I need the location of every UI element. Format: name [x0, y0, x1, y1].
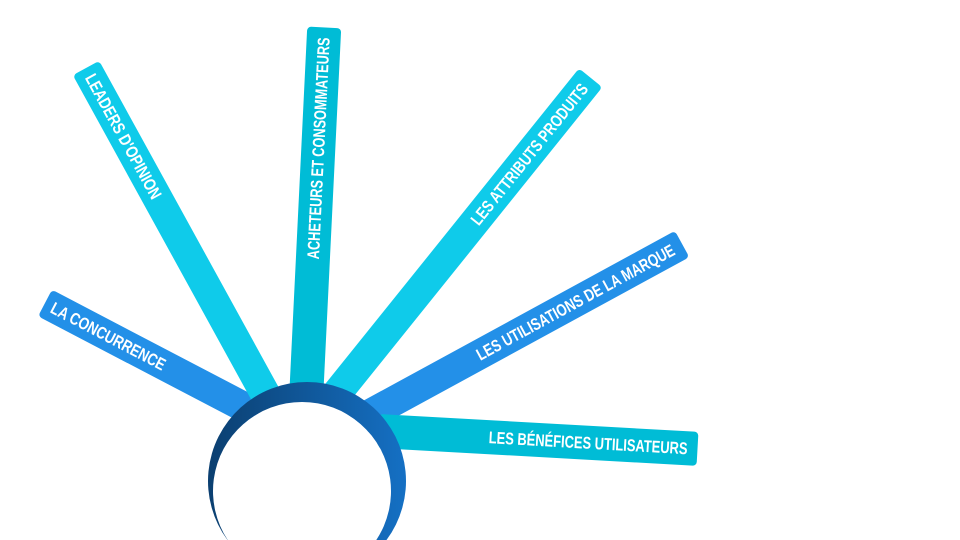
branch-bar: [39, 291, 264, 427]
branch-bar: [74, 62, 281, 407]
branch-bar: [319, 70, 601, 410]
branch-label: LA CONCURRENCE: [47, 299, 168, 375]
branch-bar: [377, 414, 699, 466]
branch-acheteurs-consommateurs: ACHETEURS ET CONSOMMATEURS: [289, 26, 342, 401]
branch-label: LES ATTRIBUTS PRODUITS: [467, 80, 592, 229]
branch-bar: [289, 26, 342, 401]
branch-benefices-utilisateurs: LES BÉNÉFICES UTILISATEURS: [377, 414, 699, 466]
hub-center: [212, 402, 391, 540]
branch-bar: [346, 232, 688, 436]
hub-ring: [208, 382, 406, 540]
branch-label: LEADERS D'OPINION: [81, 71, 165, 203]
branch-label: LES UTILISATIONS DE LA MARQUE: [473, 241, 678, 364]
